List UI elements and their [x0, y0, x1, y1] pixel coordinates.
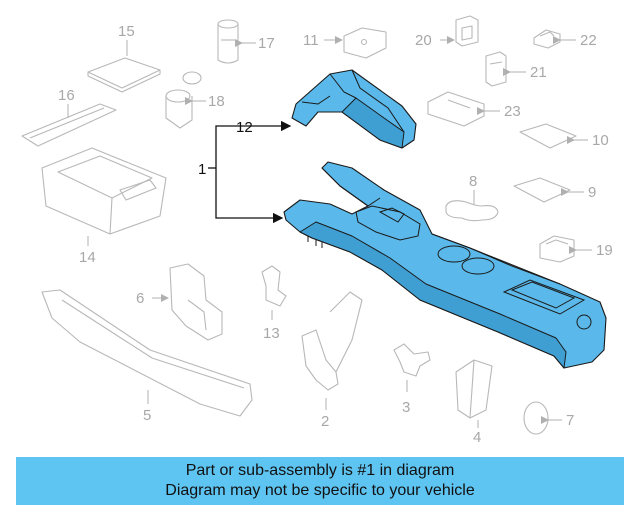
callout-17: 17 [258, 35, 275, 52]
info-banner: Part or sub-assembly is #1 in diagram Di… [16, 457, 624, 505]
part-19-switch[interactable] [539, 235, 575, 263]
part-17-socket[interactable] [217, 19, 239, 64]
callout-1: 1 [198, 161, 206, 178]
part-1-console[interactable] [283, 161, 607, 369]
callout-5: 5 [143, 407, 151, 424]
callout-18: 18 [208, 93, 225, 110]
banner-line-2: Diagram may not be specific to your vehi… [165, 482, 475, 499]
callout-12: 12 [236, 119, 253, 136]
parts-diagram: 15 17 11 20 22 21 16 [21, 15, 613, 446]
callout-11: 11 [303, 32, 319, 49]
part-14-bin[interactable] [41, 147, 167, 235]
part-12-console-cover[interactable] [291, 69, 417, 149]
part-8-mat[interactable] [445, 200, 499, 222]
part-15-mat[interactable] [87, 57, 161, 93]
callout-3: 3 [402, 399, 410, 416]
part-20-clip[interactable] [455, 15, 479, 47]
part-4-bracket[interactable] [455, 359, 493, 419]
part-5-trim[interactable] [41, 289, 253, 417]
banner-line-1: Part or sub-assembly is #1 in diagram [185, 462, 455, 479]
callout-2: 2 [321, 413, 329, 430]
callout-10: 10 [592, 132, 609, 149]
callout-6: 6 [136, 290, 144, 307]
callout-23: 23 [504, 103, 521, 120]
part-16-trim[interactable] [21, 103, 117, 147]
callout-19: 19 [596, 242, 613, 259]
callout-15: 15 [118, 23, 135, 40]
callout-8: 8 [469, 173, 477, 190]
part-21-fastener[interactable] [485, 51, 507, 87]
part-23-bracket[interactable] [427, 91, 485, 127]
callout-group-1-12 [208, 120, 292, 224]
part-22-clip[interactable] [533, 29, 561, 49]
callout-9: 9 [588, 184, 596, 201]
part-3-clip[interactable] [393, 343, 431, 377]
part-2-bracket[interactable] [301, 291, 363, 391]
callout-4: 4 [473, 429, 481, 446]
part-10-pad[interactable] [519, 123, 577, 149]
part-7-plug[interactable] [523, 401, 549, 435]
part-11-pad[interactable] [343, 27, 387, 59]
callout-22: 22 [580, 32, 597, 49]
part-18-insert[interactable] [165, 71, 202, 129]
part-6-panel[interactable] [169, 263, 223, 341]
callout-13: 13 [263, 325, 280, 342]
callout-20: 20 [415, 32, 432, 49]
part-13-clip[interactable] [261, 265, 287, 307]
callout-16: 16 [58, 87, 75, 104]
part-9-pad[interactable] [513, 177, 571, 203]
callout-7: 7 [566, 412, 574, 429]
callout-21: 21 [530, 64, 547, 81]
callout-14: 14 [79, 249, 96, 266]
